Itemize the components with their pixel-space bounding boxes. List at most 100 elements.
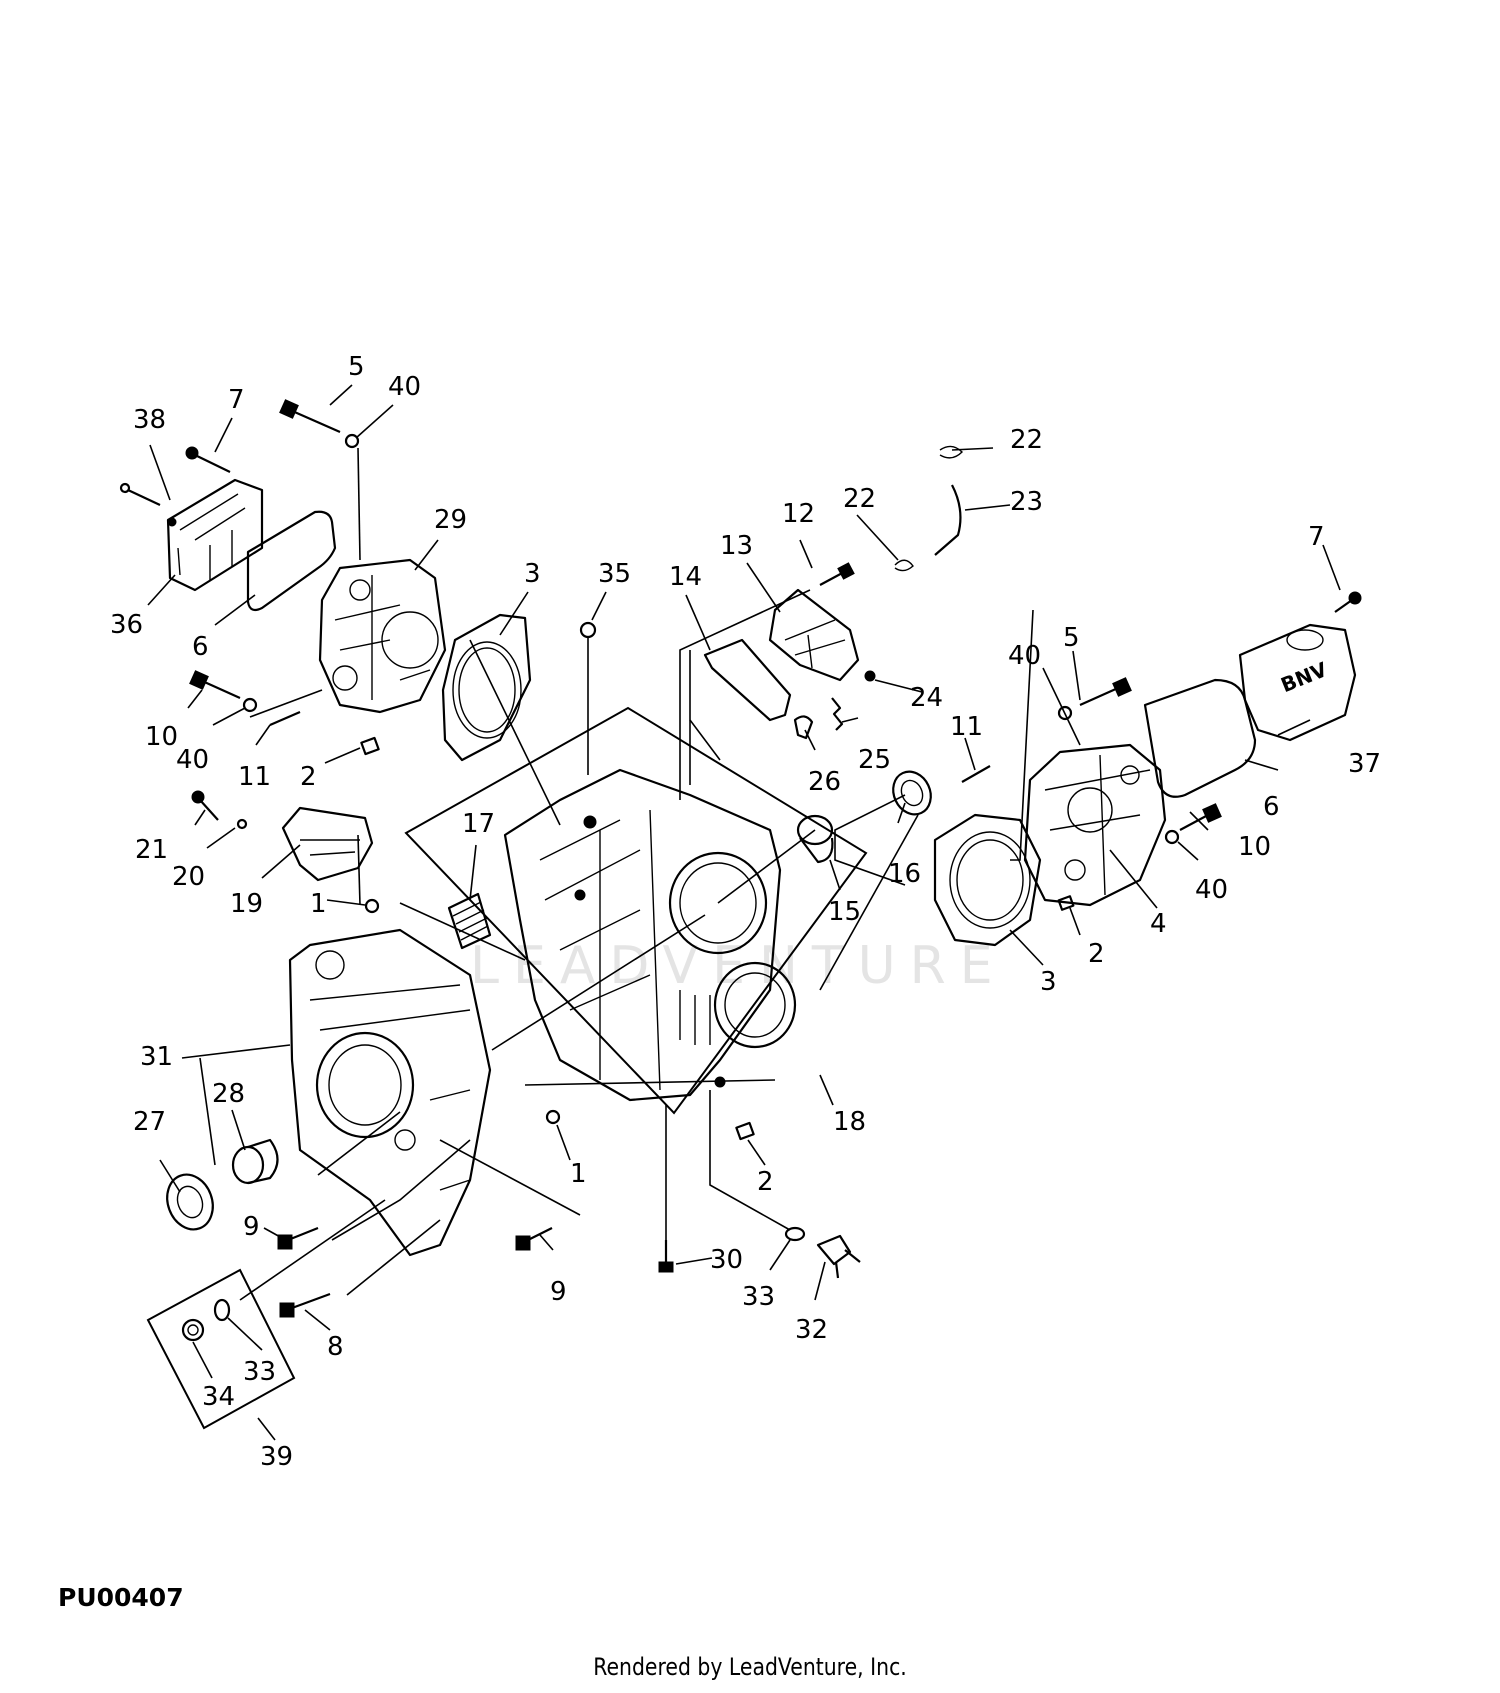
callout-5-right: 5 xyxy=(1063,623,1080,653)
callout-10-left: 10 xyxy=(145,722,178,752)
svg-text:BNV: BNV xyxy=(1277,657,1330,697)
callout-2-right: 2 xyxy=(1088,939,1105,969)
callout-33-box: 33 xyxy=(243,1357,276,1387)
callout-1-lower: 1 xyxy=(570,1159,587,1189)
callout-30: 30 xyxy=(710,1245,743,1275)
part-right-cylinder-gasket xyxy=(933,813,1042,947)
part-stud-11-left xyxy=(269,710,301,727)
callout-3-right: 3 xyxy=(1040,967,1057,997)
callout-labels: 38 7 5 40 29 3 35 14 13 12 22 22 23 7 36… xyxy=(110,352,1381,1472)
callout-2-left: 2 xyxy=(300,762,317,792)
callout-40-right: 40 xyxy=(1195,875,1228,905)
part-breather-hose xyxy=(934,484,962,556)
part-breather-gasket xyxy=(703,638,792,722)
part-washer-40-top xyxy=(344,433,360,449)
part-stud-11-right xyxy=(961,765,991,783)
callout-19: 19 xyxy=(230,889,263,919)
callout-26: 26 xyxy=(808,767,841,797)
callout-16: 16 xyxy=(888,859,921,889)
callout-10-right: 10 xyxy=(1238,832,1271,862)
callout-40-right-top: 40 xyxy=(1008,641,1041,671)
part-gear-cover-31 xyxy=(288,928,492,1257)
part-left-cylinder-gasket xyxy=(441,613,532,762)
part-bolt-30 xyxy=(658,1240,674,1273)
part-bolt-5-left xyxy=(279,399,341,434)
callout-22-top: 22 xyxy=(1010,425,1043,455)
part-dowel-2-right xyxy=(1057,895,1075,911)
part-bolt-8 xyxy=(279,1292,331,1318)
part-spring-25 xyxy=(831,697,844,731)
part-bolt-5-right xyxy=(1079,677,1132,707)
callout-39: 39 xyxy=(260,1442,293,1472)
callout-2-center: 2 xyxy=(757,1167,774,1197)
callout-37: 37 xyxy=(1348,749,1381,779)
callout-34: 34 xyxy=(202,1382,235,1412)
callout-1-upper: 1 xyxy=(310,889,327,919)
part-stud-17 xyxy=(447,892,492,950)
callout-11-left: 11 xyxy=(238,762,271,792)
part-bolt-10-right xyxy=(1179,803,1222,831)
part-dowel-2-center xyxy=(735,1121,755,1141)
part-o-ring-33-box xyxy=(213,1298,231,1322)
callout-32: 32 xyxy=(795,1315,828,1345)
part-right-rocker-cover: BNV xyxy=(1238,623,1357,742)
callout-15: 15 xyxy=(828,897,861,927)
callout-13: 13 xyxy=(720,531,753,561)
callout-36: 36 xyxy=(110,610,143,640)
part-clamp-22-upper xyxy=(939,445,963,459)
part-bolt-9-left xyxy=(277,1226,319,1250)
part-right-cylinder-head xyxy=(1023,743,1167,907)
callout-23: 23 xyxy=(1010,487,1043,517)
part-drain-plug-34 xyxy=(181,1318,205,1342)
callout-17: 17 xyxy=(462,809,495,839)
drain-plug-kit-box xyxy=(146,1268,296,1430)
callout-25: 25 xyxy=(858,745,891,775)
callout-24: 24 xyxy=(910,683,943,713)
callout-5-left: 5 xyxy=(348,352,365,382)
diagram-code: PU00407 xyxy=(58,1583,184,1612)
part-bushing-28 xyxy=(231,1138,279,1185)
part-right-cover-gasket xyxy=(1143,678,1257,798)
callout-38: 38 xyxy=(133,405,166,435)
callout-40-left: 40 xyxy=(176,745,209,775)
part-crankcase xyxy=(503,768,797,1102)
callout-9-center: 9 xyxy=(550,1277,567,1307)
part-bracket-19 xyxy=(281,806,374,882)
part-bushing-15 xyxy=(796,814,834,864)
callout-3-left: 3 xyxy=(524,559,541,589)
part-pin-38 xyxy=(119,482,161,506)
leader-lines xyxy=(147,384,1341,1441)
callout-4: 4 xyxy=(1150,909,1167,939)
callout-28: 28 xyxy=(212,1079,245,1109)
part-dowel-2-left xyxy=(360,736,380,756)
callout-31: 31 xyxy=(140,1042,173,1072)
callout-6-right: 6 xyxy=(1263,792,1280,822)
part-breather-cover xyxy=(768,588,860,682)
part-washer-40-right-top xyxy=(1057,705,1073,721)
part-26 xyxy=(793,715,814,740)
callout-7-right: 7 xyxy=(1308,522,1325,552)
callout-18: 18 xyxy=(833,1107,866,1137)
part-washer-40-right xyxy=(1164,829,1180,845)
callout-6-left: 6 xyxy=(192,632,209,662)
callout-29: 29 xyxy=(434,505,467,535)
part-o-ring-33-center xyxy=(784,1226,806,1242)
part-plug-1-upper xyxy=(364,898,380,914)
callout-7-left: 7 xyxy=(228,385,245,415)
part-plug-35 xyxy=(579,621,597,639)
part-left-cover-gasket xyxy=(246,510,337,612)
part-bolt-21 xyxy=(191,790,219,821)
part-bolt-10-left xyxy=(189,670,241,700)
part-bolt-7-right xyxy=(1334,591,1362,613)
callout-27: 27 xyxy=(133,1107,166,1137)
part-clamp-22-lower xyxy=(894,559,914,572)
callout-22-middle: 22 xyxy=(843,484,876,514)
part-washer-40-left xyxy=(242,697,258,713)
callout-20: 20 xyxy=(172,862,205,892)
part-bolt-9-center xyxy=(515,1227,553,1251)
part-24 xyxy=(864,670,876,682)
callout-14: 14 xyxy=(669,562,702,592)
part-sensor-32 xyxy=(816,1234,861,1279)
part-left-cylinder-head xyxy=(318,558,447,714)
